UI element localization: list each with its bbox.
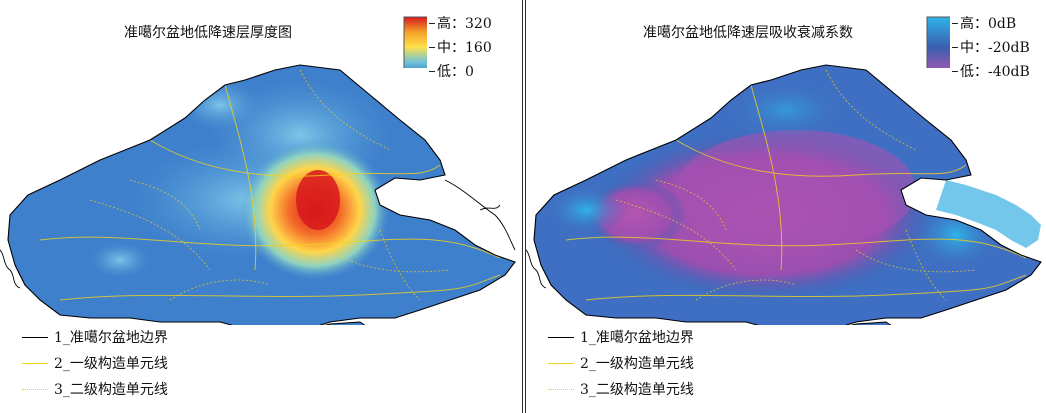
east-coast-line	[444, 179, 516, 251]
level1-swatch	[22, 362, 48, 364]
level2-swatch-right	[548, 388, 574, 390]
legend-item-boundary-right: 1_准噶尔盆地边界	[548, 326, 694, 348]
thickness-map	[0, 64, 516, 351]
legend-item-level2-right: 3_二级构造单元线	[548, 378, 694, 400]
legend-low-label-right: 低：-40dB	[960, 64, 1030, 80]
west-coast-line	[0, 249, 21, 289]
legend-thickness: 高：320 中：160 低：0	[395, 10, 520, 96]
attenuation-map-panel: 准噶尔盆地低降速层吸收衰减系数 高：0dB 中：-20dB 低：-40dB 1_…	[525, 0, 1046, 413]
attenuation-map	[526, 64, 1042, 351]
boundary-swatch	[22, 336, 48, 338]
tick-low-right	[952, 71, 958, 72]
level2-swatch	[22, 388, 48, 390]
thickness-map-panel: 准噶尔盆地低降速层厚度图 高：320 中：160 低：0 1_准噶尔盆地边界 2…	[0, 0, 523, 413]
level1-swatch-right	[548, 362, 574, 364]
legend-low-label: 低：0	[437, 64, 474, 80]
tick-high-right	[952, 23, 958, 24]
legend-item-level1: 2_一级构造单元线	[22, 352, 168, 374]
legend-mid-label: 中：160	[437, 40, 492, 56]
tick-mid	[429, 47, 435, 48]
legend-attenuation: 高：0dB 中：-20dB 低：-40dB	[918, 10, 1044, 96]
basin-fill-thickness	[8, 65, 515, 345]
map-title-thickness: 准噶尔盆地低降速层厚度图	[122, 22, 294, 42]
tick-high	[429, 23, 435, 24]
east-high-zone	[936, 180, 1041, 248]
line-legend-right: 1_准噶尔盆地边界 2_一级构造单元线 3_二级构造单元线	[548, 325, 928, 403]
colorbar-attenuation	[926, 16, 950, 68]
map-title-attenuation: 准噶尔盆地低降速层吸收衰减系数	[641, 22, 855, 42]
legend-high-label: 高：320	[437, 16, 492, 32]
legend-item-level1-right: 2_一级构造单元线	[548, 352, 694, 374]
level1-lines	[39, 84, 501, 301]
line-legend-left: 1_准噶尔盆地边界 2_一级构造单元线 3_二级构造单元线	[22, 325, 402, 403]
tick-mid-right	[952, 47, 958, 48]
legend-item-boundary: 1_准噶尔盆地边界	[22, 326, 168, 348]
tick-low	[429, 71, 435, 72]
legend-high-label-right: 高：0dB	[960, 16, 1017, 32]
west-coast-line-right	[526, 249, 547, 289]
level2-lines-right	[615, 69, 977, 301]
legend-item-level2: 3_二级构造单元线	[22, 378, 168, 400]
basin-boundary	[7, 64, 516, 346]
colorbar-thickness	[403, 16, 427, 68]
basin-boundary-right	[533, 64, 1042, 346]
east-squiggle	[479, 204, 501, 211]
legend-mid-label-right: 中：-20dB	[960, 40, 1030, 56]
boundary-swatch-right	[548, 336, 574, 338]
level2-lines	[89, 69, 451, 301]
level1-lines-right	[565, 84, 1027, 301]
